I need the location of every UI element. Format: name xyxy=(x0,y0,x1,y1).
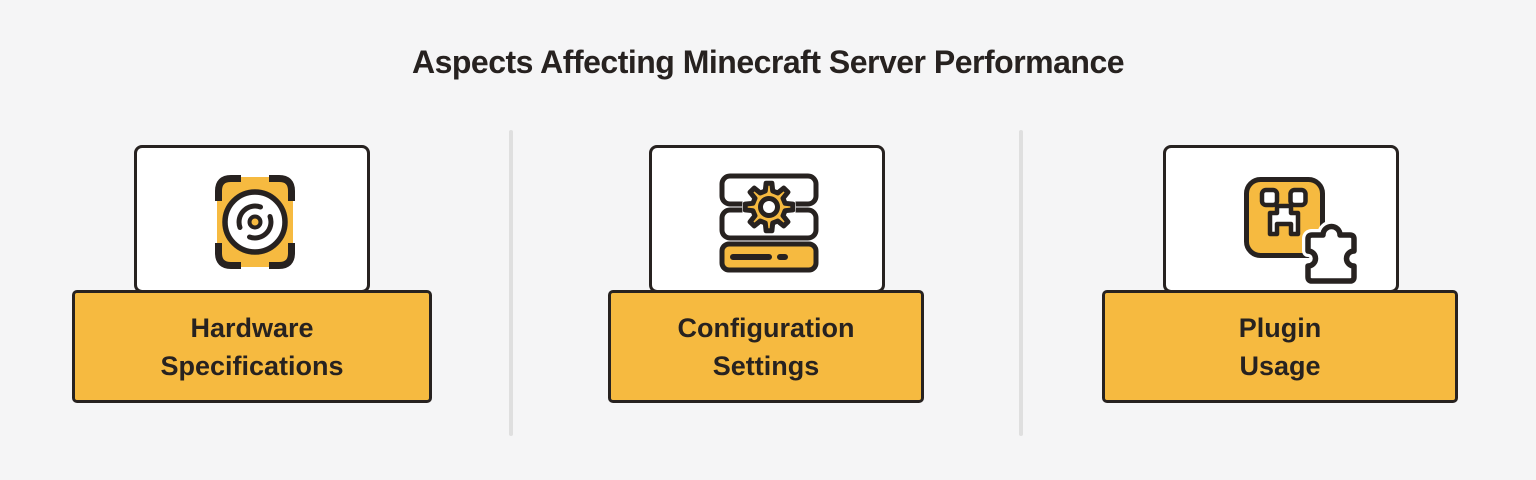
label-line: Configuration xyxy=(677,312,855,343)
label-line: Settings xyxy=(712,350,820,381)
plugin-label: Plugin Usage xyxy=(1102,290,1458,403)
creeper-puzzle-icon xyxy=(1244,177,1360,287)
hdd-platter-grooves xyxy=(236,203,274,241)
label-line: Specifications xyxy=(160,350,344,381)
server-gear-icon xyxy=(719,173,819,273)
puzzle-piece-icon xyxy=(1305,223,1357,284)
divider-left xyxy=(509,130,513,436)
creeper-mouth xyxy=(1267,203,1301,237)
configuration-label: Configuration Settings xyxy=(608,290,924,403)
hardware-label: Hardware Specifications xyxy=(72,290,432,403)
creeper-eye-right xyxy=(1288,187,1308,208)
label-line: Plugin xyxy=(1238,312,1322,343)
hdd-spindle xyxy=(247,214,263,230)
hard-drive-icon xyxy=(215,175,295,269)
label-line: Usage xyxy=(1239,350,1321,381)
creeper-eye-left xyxy=(1259,187,1280,208)
hdd-corner-brackets xyxy=(215,175,295,269)
plugin-icon-box xyxy=(1163,145,1399,293)
divider-right xyxy=(1019,130,1023,436)
configuration-icon-box xyxy=(649,145,885,293)
gear-hole xyxy=(758,196,780,218)
page-title: Aspects Affecting Minecraft Server Perfo… xyxy=(411,44,1125,80)
hardware-icon-box xyxy=(134,145,370,293)
label-line: Hardware xyxy=(190,312,314,343)
